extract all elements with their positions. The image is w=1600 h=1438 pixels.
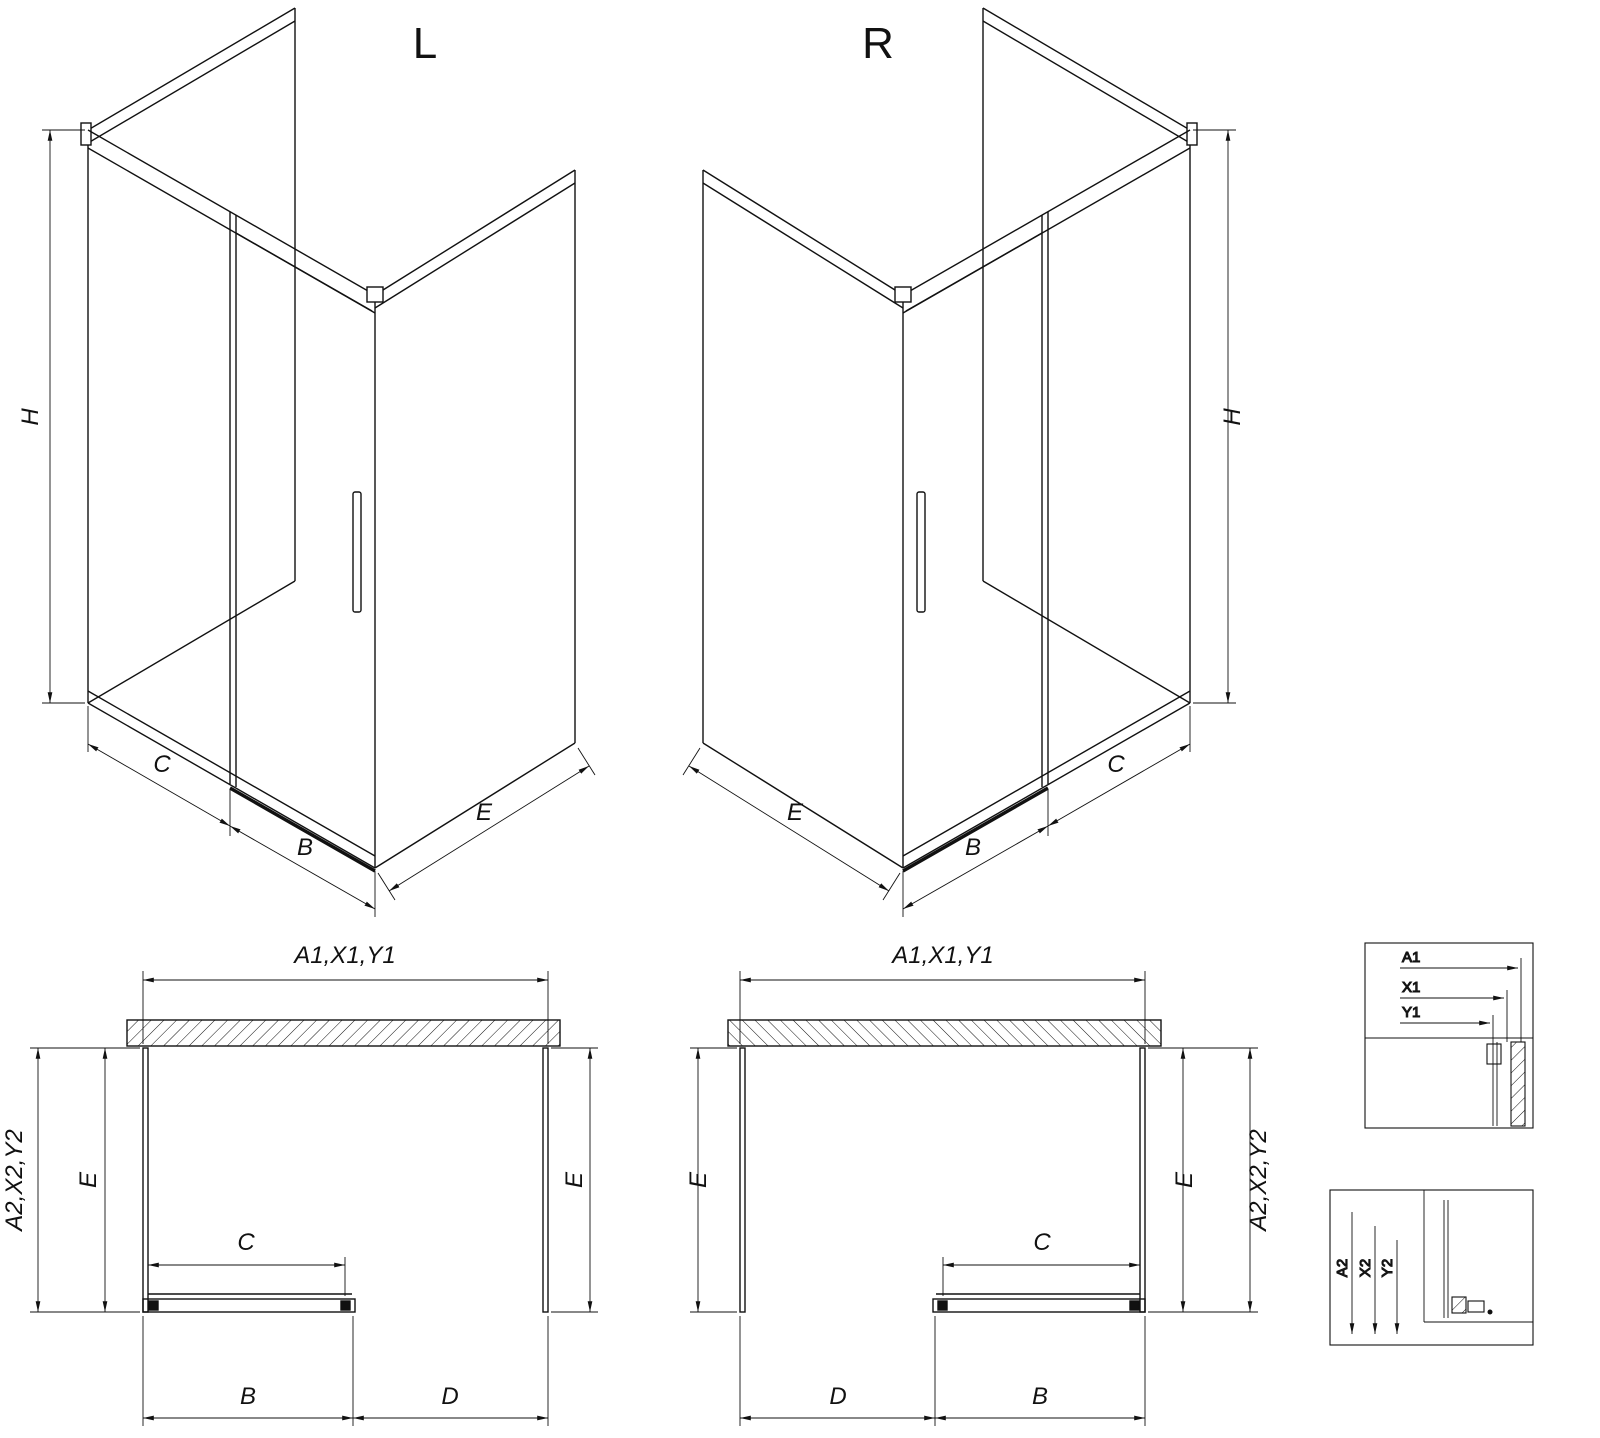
iso-view-left: L H C B E <box>17 8 595 917</box>
dim-label-height-right: H <box>1219 408 1246 426</box>
detail-top-section-lines <box>1365 958 1533 1126</box>
dim-label-e-right: E <box>787 799 804 826</box>
dim-label-c-right: C <box>1107 751 1125 778</box>
detail-view-top: A1 X1 Y1 <box>1364 942 1534 1129</box>
dim-label-a1x1y1-left: A1,X1,Y1 <box>292 942 395 969</box>
detail-bottom-section-lines <box>1423 1190 1533 1323</box>
detail-top-profile <box>1486 1043 1502 1065</box>
detail-label-a1: A1 <box>1402 949 1420 966</box>
plan-left-geometry <box>30 971 598 1426</box>
dim-label-a2x2y2-right: A2,X2,Y2 <box>1245 1129 1272 1232</box>
iso-view-right: R H C B E <box>683 8 1246 917</box>
detail-top-wall-hatch <box>1510 1041 1526 1127</box>
detail-view-bottom: A2 X2 Y2 <box>1329 1189 1534 1346</box>
detail-label-y2: Y2 <box>1379 1259 1396 1277</box>
dim-label-b-left: B <box>297 834 313 861</box>
dim-label-e-inner-right: E <box>1171 1171 1198 1188</box>
dim-label-c-plan-right: C <box>1033 1229 1051 1256</box>
dim-label-a1x1y1-right: A1,X1,Y1 <box>890 942 993 969</box>
plan-view-right: A1,X1,Y1 A2,X2,Y2 E E C B D <box>685 942 1272 1426</box>
dim-label-e-left: E <box>476 799 493 826</box>
dim-label-b-right: B <box>965 834 981 861</box>
detail-label-y1: Y1 <box>1402 1004 1420 1021</box>
dim-label-c-left: C <box>153 751 171 778</box>
detail-bottom-fixing-dot <box>1487 1309 1493 1315</box>
detail-top-leaders <box>1400 965 1518 1026</box>
dim-label-e-outer-right: E <box>685 1171 712 1188</box>
iso-right-geometry <box>683 8 1236 917</box>
dim-label-d-plan-right: D <box>829 1383 846 1410</box>
detail-bottom-leaders <box>1349 1212 1400 1334</box>
detail-label-x2: X2 <box>1357 1259 1374 1277</box>
plan-view-left: A1,X1,Y1 A2,X2,Y2 E E C B D <box>1 942 598 1426</box>
plan-right-geometry <box>690 971 1258 1426</box>
dim-label-e-inner-left: E <box>75 1171 102 1188</box>
detail-bottom-guide-profile <box>1467 1300 1485 1313</box>
detail-bottom-border <box>1329 1189 1534 1346</box>
variant-label-right: R <box>862 19 894 68</box>
variant-label-left: L <box>413 19 437 68</box>
detail-label-a2: A2 <box>1334 1259 1351 1277</box>
detail-top-border <box>1364 942 1534 1129</box>
detail-label-x1: X1 <box>1402 979 1420 996</box>
dim-label-b-plan-left: B <box>240 1383 256 1410</box>
dim-label-e-outer-left: E <box>561 1171 588 1188</box>
iso-left-geometry <box>42 8 595 917</box>
dim-label-b-plan-right: B <box>1032 1383 1048 1410</box>
dim-label-d-plan-left: D <box>441 1383 458 1410</box>
detail-bottom-roller-block <box>1451 1296 1467 1314</box>
dim-label-c-plan-left: C <box>237 1229 255 1256</box>
dim-label-height-left: H <box>17 408 44 426</box>
dim-label-a2x2y2-left: A2,X2,Y2 <box>1 1129 28 1232</box>
